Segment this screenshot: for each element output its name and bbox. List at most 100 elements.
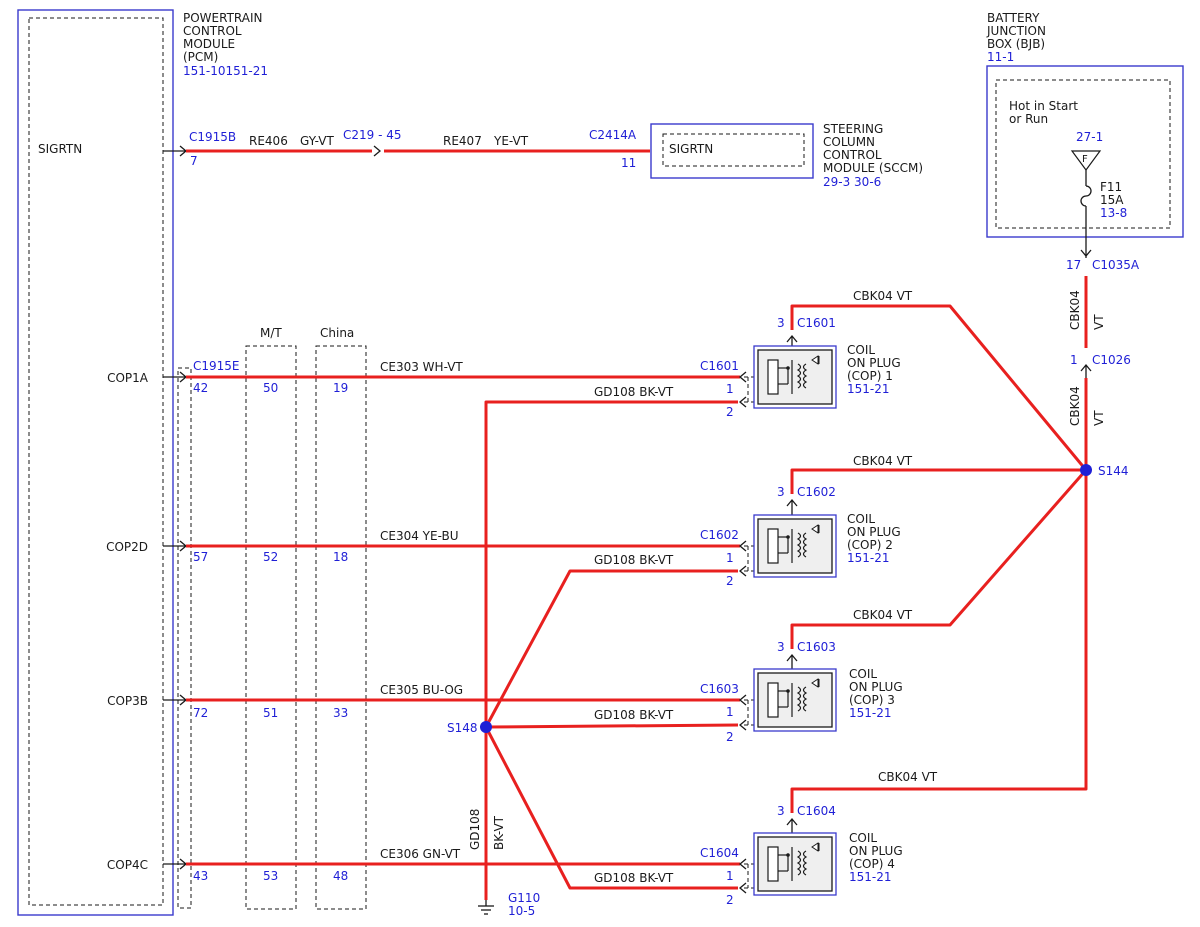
mt-pin-51: 51 — [263, 706, 278, 720]
c1604-pin2: 2 — [726, 893, 734, 907]
mt-pin-53: 53 — [263, 869, 278, 883]
cop4-name: COIL ON PLUG (COP) 4 — [849, 831, 906, 871]
cbk04-label-1: CBK04 VT — [853, 289, 913, 303]
vt-vert-1: VT — [1092, 314, 1106, 330]
c1601-label: C1601 — [700, 359, 739, 373]
ce305-label: CE305 BU-OG — [380, 683, 463, 697]
c1026-pin: 1 — [1070, 353, 1078, 367]
wire-cbk04-cop4 — [790, 470, 1088, 813]
fuse-amp: 15A — [1100, 193, 1124, 207]
c1915e-column — [177, 367, 192, 909]
c1604-pin3: 3 — [777, 804, 785, 818]
pcm-pin-cop1a: COP1A — [107, 371, 149, 385]
bjb-name: BATTERY JUNCTION BOX (BJB) — [986, 11, 1050, 51]
gd108-label-2: GD108 BK-VT — [594, 553, 674, 567]
c1915b-label: C1915B — [189, 130, 236, 144]
fuse-ref2: 13-8 — [1100, 206, 1127, 220]
sccm-box — [650, 123, 814, 179]
cop1-ref: 151-21 — [847, 382, 890, 396]
wire-cbk04-cop3 — [790, 469, 1088, 649]
c1604-label: C1604 — [700, 846, 739, 860]
c1603-label: C1603 — [700, 682, 739, 696]
coil-icon-3 — [753, 668, 837, 732]
pcm-pin-cop2d: COP2D — [106, 540, 148, 554]
ground-name: G110 — [508, 891, 540, 905]
c1601-pin3: 3 — [777, 316, 785, 330]
pcm-sigrtn-label: SIGRTN — [38, 142, 82, 156]
sccm-pin-label: SIGRTN — [669, 142, 713, 156]
china-pin-33: 33 — [333, 706, 348, 720]
china-pin-19: 19 — [333, 381, 348, 395]
sccm-inner — [662, 133, 805, 167]
c1603-pin3: 3 — [777, 640, 785, 654]
gd108-vert: GD108 — [468, 809, 482, 850]
c1035a-label: C1035A — [1092, 258, 1140, 272]
c1602-label: C1602 — [700, 528, 739, 542]
gd108-label-1: GD108 BK-VT — [594, 385, 674, 399]
cbk04-vert-1: CBK04 — [1068, 290, 1082, 330]
c1602-top-label: C1602 — [797, 485, 836, 499]
c1035a-pin: 17 — [1066, 258, 1081, 272]
china-column — [315, 345, 367, 910]
re406-color: GY-VT — [300, 134, 334, 148]
pcm-pin-42: 42 — [193, 381, 208, 395]
coil-icon-2 — [753, 514, 837, 578]
cop-row-2: 57 52 18 CE304 YE-BU C1602 1 GD108 BK-VT… — [163, 485, 904, 588]
splice-s144 — [1080, 464, 1092, 476]
c1601-pin1: 1 — [726, 382, 734, 396]
c1915e-label: C1915E — [193, 359, 240, 373]
c1603-top-label: C1603 — [797, 640, 836, 654]
cop-row-1: C1915E 42 50 19 CE303 WH-VT C1601 1 GD10… — [163, 316, 904, 419]
c1603-pin2: 2 — [726, 730, 734, 744]
cop1-name: COIL ON PLUG (COP) 1 — [847, 343, 904, 383]
pcm-pin-72: 72 — [193, 706, 208, 720]
wire-gd108-cop2 — [484, 569, 738, 728]
china-label: China — [320, 326, 354, 340]
pcm-box — [17, 9, 174, 916]
cop3-ref: 151-21 — [849, 706, 892, 720]
pcm-pin-43: 43 — [193, 869, 208, 883]
cop2-name: COIL ON PLUG (COP) 2 — [847, 512, 904, 552]
sccm-refs: 29-3 30-6 — [823, 175, 881, 189]
sccm-name: STEERING COLUMN CONTROL MODULE (SCCM) — [823, 122, 923, 175]
c1602-pin2: 2 — [726, 574, 734, 588]
fuse-icon — [1080, 185, 1092, 207]
pcm-inner — [28, 17, 164, 906]
ce306-label: CE306 GN-VT — [380, 847, 461, 861]
wire-cbk04-cop1 — [790, 304, 1088, 471]
cbk04-vert-2: CBK04 — [1068, 386, 1082, 426]
pcm-pin-cop4c: COP4C — [107, 858, 148, 872]
pcm-pin-cop3b: COP3B — [107, 694, 148, 708]
c1604-pin1: 1 — [726, 869, 734, 883]
wire-gd108-cop1 — [484, 400, 738, 727]
cbk04-label-2: CBK04 VT — [853, 454, 913, 468]
s144-label: S144 — [1098, 464, 1129, 478]
coil-icon-1 — [753, 345, 837, 409]
mt-pin-50: 50 — [263, 381, 278, 395]
cop-row-4: 43 53 48 CE306 GN-VT C1604 1 GD108 BK-VT… — [163, 804, 906, 907]
c1602-pin1: 1 — [726, 551, 734, 565]
coil-icon-4 — [753, 832, 837, 896]
ground-icon — [478, 900, 494, 915]
mt-column — [245, 345, 297, 910]
cbk04-label-3: CBK04 VT — [853, 608, 913, 622]
s148-label: S148 — [447, 721, 478, 735]
c1601-top-label: C1601 — [797, 316, 836, 330]
splice-s148 — [480, 721, 492, 733]
c1603-pin1: 1 — [726, 705, 734, 719]
wire-gd108-cop3 — [485, 723, 739, 729]
ce304-label: CE304 YE-BU — [380, 529, 459, 543]
bkvt-vert: BK-VT — [492, 815, 506, 850]
cop4-ref: 151-21 — [849, 870, 892, 884]
bjb-ref: 11-1 — [987, 50, 1014, 64]
pcm-ref: 151-10151-21 — [183, 64, 268, 78]
fuse-name: F11 — [1100, 180, 1122, 194]
mt-label: M/T — [260, 326, 282, 340]
mt-pin-52: 52 — [263, 550, 278, 564]
ground-ref: 10-5 — [508, 904, 535, 918]
c2414a-pin: 11 — [621, 156, 636, 170]
cop-row-3: 72 51 33 CE305 BU-OG C1603 1 GD108 BK-VT… — [163, 640, 906, 744]
c1602-pin3: 3 — [777, 485, 785, 499]
cop3-name: COIL ON PLUG (COP) 3 — [849, 667, 906, 707]
